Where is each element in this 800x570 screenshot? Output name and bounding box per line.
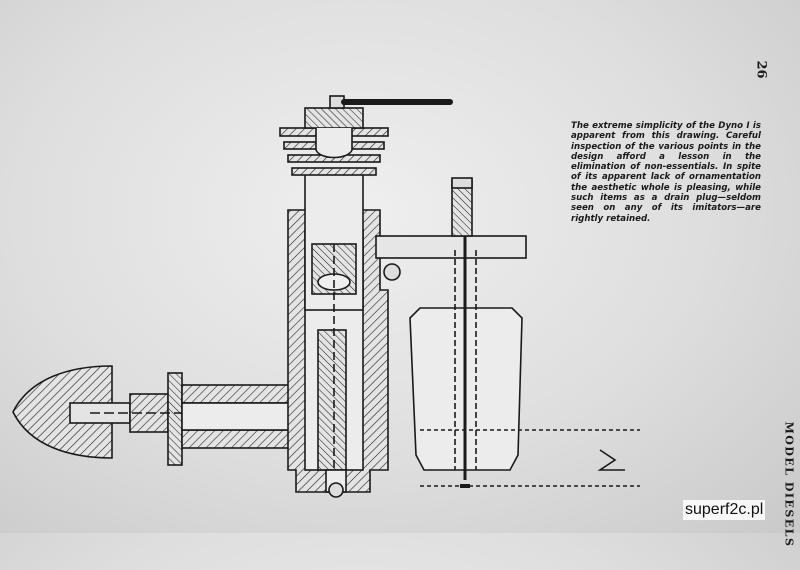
fuel-tank bbox=[375, 177, 640, 488]
engine-cross-section-drawing bbox=[12, 95, 640, 498]
figure-caption: The extreme simplicity of the Dyno I is … bbox=[571, 121, 761, 224]
watermark: superf2c.pl bbox=[683, 500, 766, 520]
cylinder bbox=[304, 169, 364, 470]
spinner-nose bbox=[12, 365, 131, 459]
compression-lever bbox=[329, 95, 453, 109]
page-number: 26 bbox=[753, 60, 769, 79]
running-head: MODEL DIESELS bbox=[782, 421, 796, 548]
cylinder-head-fins bbox=[279, 107, 389, 176]
